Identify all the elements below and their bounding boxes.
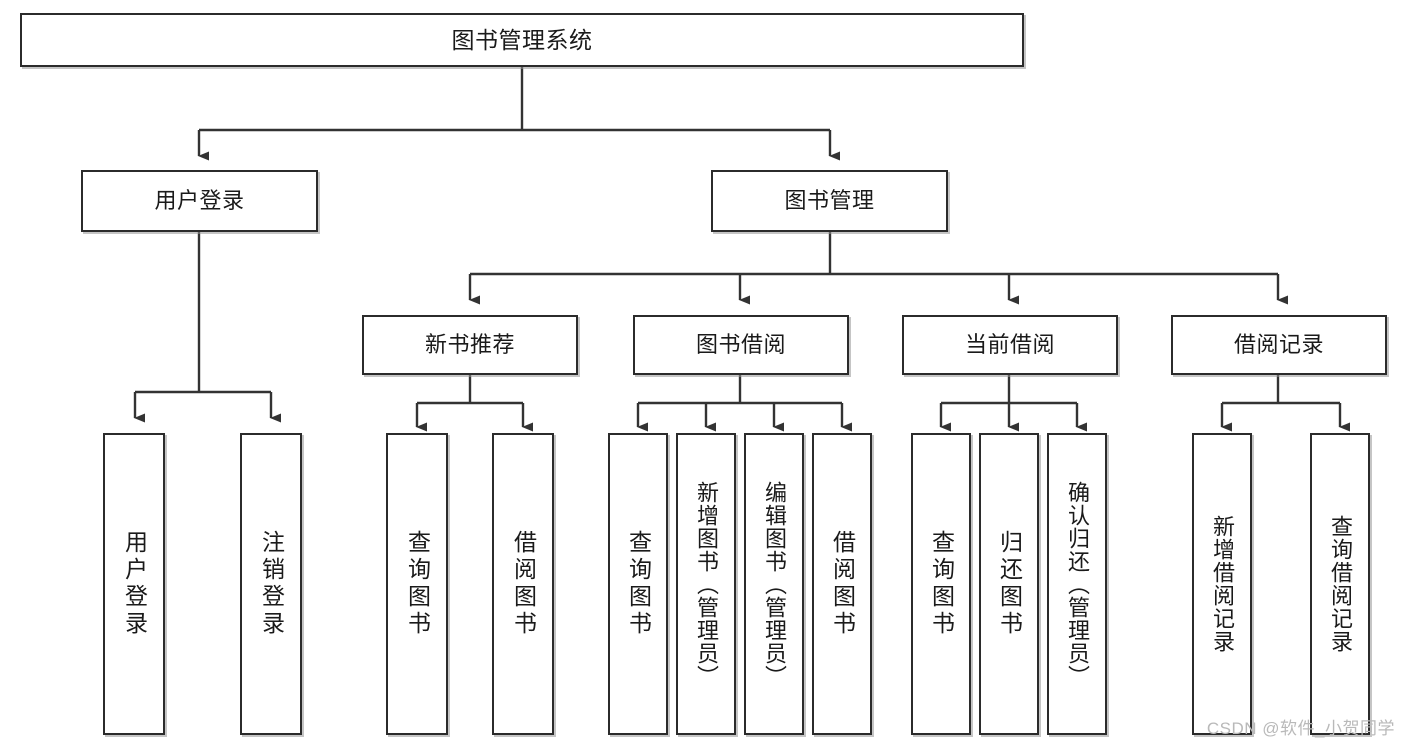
- node-label: 借阅图书: [829, 530, 856, 638]
- node-leaf-confirm-return-admin[interactable]: 确认归还（管理员）: [1047, 433, 1107, 735]
- node-leaf-query-borrow-record[interactable]: 查询借阅记录: [1310, 433, 1370, 735]
- node-leaf-query-book-recommend[interactable]: 查询图书: [386, 433, 448, 735]
- node-label: 查询图书: [404, 530, 431, 638]
- node-label: 用户登录: [121, 530, 148, 638]
- node-label: 借阅记录: [1233, 332, 1324, 358]
- node-label: 确认归还（管理员）: [1065, 480, 1090, 688]
- node-label: 查询借阅记录: [1328, 515, 1353, 653]
- node-leaf-query-book-current[interactable]: 查询图书: [911, 433, 971, 735]
- node-label: 图书管理系统: [451, 26, 593, 53]
- node-leaf-borrow-book-recommend[interactable]: 借阅图书: [492, 433, 554, 735]
- node-book-borrow[interactable]: 图书借阅: [633, 315, 849, 375]
- node-leaf-add-book-admin[interactable]: 新增图书（管理员）: [676, 433, 736, 735]
- node-borrow-records[interactable]: 借阅记录: [1171, 315, 1387, 375]
- node-label: 用户登录: [154, 188, 245, 214]
- node-label: 当前借阅: [964, 332, 1055, 358]
- node-leaf-borrow-book[interactable]: 借阅图书: [812, 433, 872, 735]
- node-label: 注销登录: [258, 530, 285, 638]
- node-leaf-user-login[interactable]: 用户登录: [103, 433, 165, 735]
- node-label: 查询图书: [928, 530, 955, 638]
- node-leaf-add-borrow-record[interactable]: 新增借阅记录: [1192, 433, 1252, 735]
- node-label: 借阅图书: [510, 530, 537, 638]
- node-label: 编辑图书（管理员）: [762, 480, 787, 688]
- node-current-borrow[interactable]: 当前借阅: [902, 315, 1118, 375]
- node-user-login[interactable]: 用户登录: [81, 170, 318, 232]
- node-label: 新增图书（管理员）: [694, 480, 719, 688]
- node-leaf-query-book-borrow[interactable]: 查询图书: [608, 433, 668, 735]
- node-label: 新书推荐: [424, 332, 515, 358]
- node-root-book-management-system[interactable]: 图书管理系统: [20, 13, 1024, 67]
- node-label: 新增借阅记录: [1210, 515, 1235, 653]
- node-leaf-edit-book-admin[interactable]: 编辑图书（管理员）: [744, 433, 804, 735]
- node-new-book-recommend[interactable]: 新书推荐: [362, 315, 578, 375]
- node-label: 查询图书: [625, 530, 652, 638]
- node-label: 图书借阅: [695, 332, 786, 358]
- node-leaf-logout[interactable]: 注销登录: [240, 433, 302, 735]
- node-label: 归还图书: [996, 530, 1023, 638]
- node-leaf-return-book[interactable]: 归还图书: [979, 433, 1039, 735]
- watermark: CSDN @软件_小贺同学: [1206, 719, 1395, 738]
- node-label: 图书管理: [784, 188, 875, 214]
- node-book-management[interactable]: 图书管理: [711, 170, 948, 232]
